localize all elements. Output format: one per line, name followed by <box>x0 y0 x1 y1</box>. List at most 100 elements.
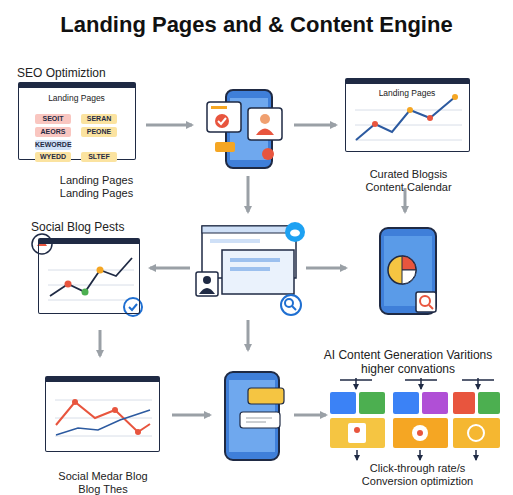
keyword-tag: SEOIT <box>35 114 71 124</box>
variation-tiles <box>330 418 385 448</box>
line-chart <box>112 407 118 413</box>
line-chart <box>345 78 470 152</box>
diagram-title: Landing Pages and & Content Engine <box>0 12 513 38</box>
phone-illustration <box>429 305 433 309</box>
phone-illustration <box>246 418 272 419</box>
line-chart <box>32 234 142 316</box>
flow-arrow <box>294 124 336 127</box>
tag-text: SLTEF <box>81 152 117 162</box>
browser-window: SEO OptimiztionLanding PagesLanding Page… <box>18 82 136 160</box>
phone-illustration <box>215 142 235 152</box>
flow-arrow <box>247 320 250 350</box>
tag-text: SEOIT <box>35 114 71 124</box>
browser-illustration <box>202 226 296 233</box>
flow-arrow <box>146 124 192 127</box>
phone-illustration <box>260 114 270 124</box>
section-heading: SEO Optimiztion <box>17 66 147 80</box>
phone-illustration <box>215 114 229 128</box>
line-chart <box>372 121 378 127</box>
variation-tiles <box>453 418 500 448</box>
line-chart <box>97 267 104 274</box>
caption: Landing Pages Landing Pages <box>54 174 139 200</box>
browser-illustration <box>199 288 215 294</box>
browser-illustration <box>281 295 301 315</box>
section-heading: AI Content Generation Varitions higher c… <box>323 348 493 376</box>
phone-illustration <box>207 90 282 168</box>
keyword-tag: SLTEF <box>81 152 117 162</box>
line-chart <box>50 258 132 296</box>
variation-tiles <box>453 392 475 414</box>
variation-tiles <box>405 379 437 381</box>
phone-illustration <box>211 106 227 109</box>
browser-illustration <box>285 222 305 242</box>
flow-arrow <box>150 267 190 270</box>
line-chart <box>407 107 413 113</box>
phone-illustration <box>384 236 432 306</box>
flow-arrow <box>294 414 326 417</box>
variation-tiles <box>330 378 500 460</box>
browser-illustration <box>196 272 218 296</box>
variation-tiles <box>417 430 423 436</box>
browser-window: Landing PagesCurated Blogsis Content Cal… <box>345 78 470 152</box>
phone-illustration <box>218 118 226 124</box>
line-chart <box>55 418 152 419</box>
window-header: Landing Pages <box>346 88 468 98</box>
variation-tiles <box>419 450 421 460</box>
phone-illustration <box>380 228 436 314</box>
line-chart <box>48 300 134 301</box>
flow-arrow <box>172 414 210 417</box>
line-chart <box>345 78 470 152</box>
flow-arrow <box>99 330 102 356</box>
line-chart <box>65 281 72 288</box>
section-heading: Social Blog Pests <box>31 220 161 234</box>
keyword-tag: KEWORDE <box>35 140 71 150</box>
variation-tiles <box>356 450 358 460</box>
window-header: Landing Pages <box>19 93 134 103</box>
phone-illustration <box>402 256 416 270</box>
line-chart <box>452 94 458 100</box>
tag-text: WYEDD <box>35 152 71 162</box>
line-chart <box>45 376 160 452</box>
phone-illustration <box>240 412 280 428</box>
tag-text: KEWORDE <box>35 140 71 150</box>
line-chart <box>55 436 152 437</box>
variation-tiles <box>340 379 372 381</box>
line-chart <box>45 376 160 452</box>
phone-illustration <box>262 148 274 160</box>
line-chart <box>135 429 141 435</box>
variation-tiles <box>393 392 419 414</box>
browser-window: Social Blog Pests <box>38 238 140 314</box>
line-chart <box>355 125 462 126</box>
line-chart <box>356 97 455 140</box>
variation-tiles <box>359 392 385 414</box>
tag-text: PEONE <box>81 127 117 137</box>
variation-tiles <box>393 418 448 448</box>
line-chart <box>32 234 52 254</box>
line-chart <box>56 410 150 435</box>
phone-illustration <box>207 102 241 132</box>
line-chart <box>355 140 462 141</box>
phone-illustration <box>256 129 274 136</box>
phone-illustration <box>225 372 279 460</box>
line-chart <box>82 289 89 296</box>
variation-tiles <box>475 450 477 460</box>
keyword-tag: AEORS <box>35 127 71 137</box>
tag-text: SERAN <box>81 114 117 124</box>
browser-illustration <box>292 306 296 310</box>
caption: Curated Blogsis Content Calendar <box>351 168 466 194</box>
browser-window: Social Medar Blog Blog Thes <box>45 376 160 452</box>
variation-tiles <box>330 392 356 414</box>
flow-arrow <box>306 267 346 270</box>
variation-tiles <box>478 392 500 414</box>
variation-tiles <box>412 425 428 441</box>
browser-illustration <box>230 267 270 271</box>
browser-illustration <box>230 258 280 262</box>
phone-illustration <box>248 388 284 404</box>
phone-illustration <box>420 296 430 306</box>
phone-illustration <box>388 256 416 284</box>
line-chart <box>427 115 433 121</box>
phone-illustration <box>380 228 436 314</box>
line-chart <box>55 400 152 401</box>
keyword-tag: PEONE <box>81 127 117 137</box>
